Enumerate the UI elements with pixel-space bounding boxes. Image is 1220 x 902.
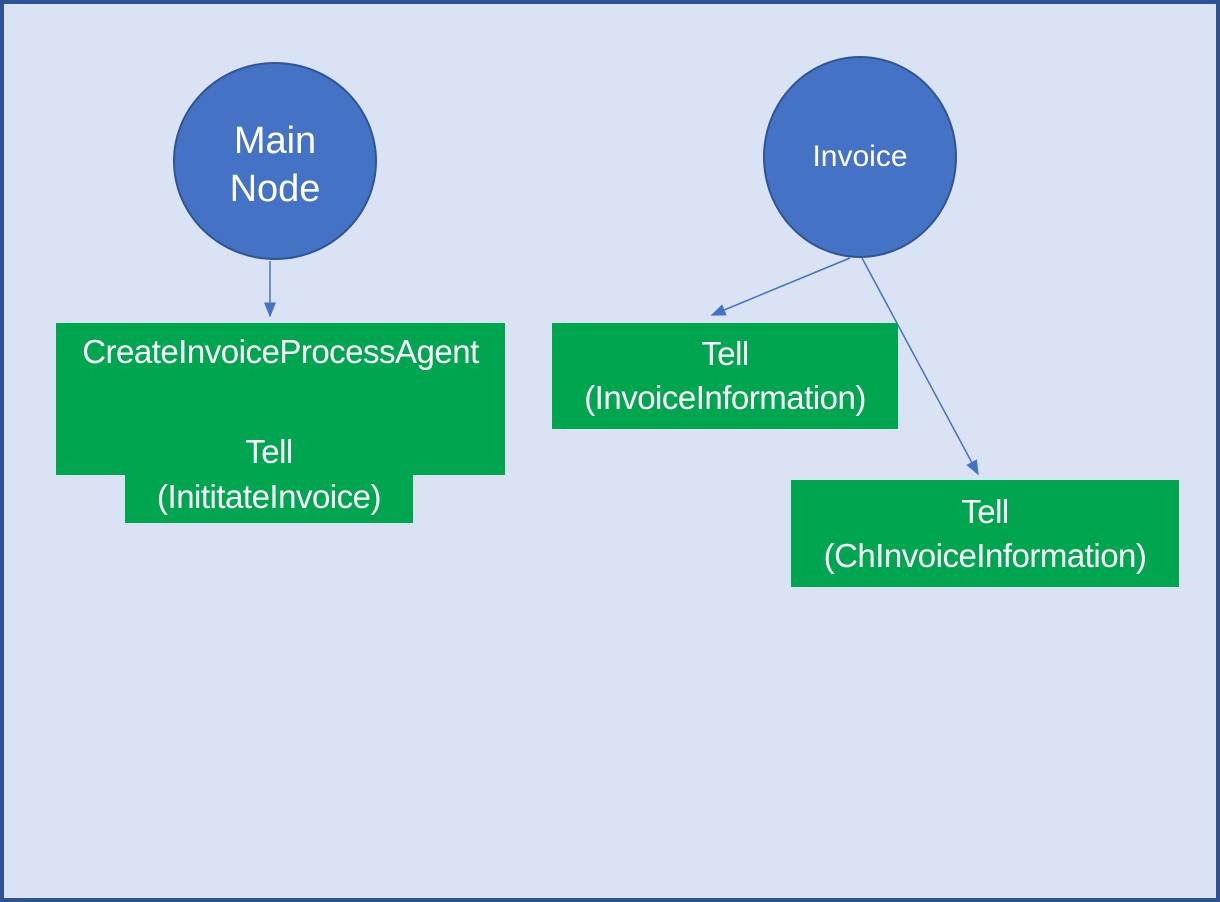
arrow-invoice-to-invoice-information <box>710 257 851 316</box>
box-tell-ch-invoice-information: Tell (ChInvoiceInformation) <box>791 480 1179 587</box>
box-tell-inititate-invoice-line-1: Tell <box>245 433 293 470</box>
box-tell-inititate-invoice: Tell (InititateInvoice) <box>125 425 413 523</box>
node-invoice-label: Invoice <box>812 140 908 173</box>
node-main-label-line-2: Node <box>229 168 321 210</box>
box-tell-invoice-information: Tell (InvoiceInformation) <box>552 323 898 429</box>
box-tell-invoice-information-line-2: (InvoiceInformation) <box>584 379 866 416</box>
node-main-label-line-1: Main <box>233 120 317 162</box>
node-main: Main Node <box>173 62 377 260</box>
box-tell-ch-invoice-information-line-1: Tell <box>961 492 1009 530</box>
node-invoice: Invoice <box>763 56 957 258</box>
box-tell-inititate-invoice-line-2: (InititateInvoice) <box>157 478 381 515</box>
box-create-invoice-process-agent-label: CreateInvoiceProcessAgent <box>82 333 479 370</box>
box-tell-ch-invoice-information-line-2: (ChInvoiceInformation) <box>823 536 1147 574</box>
box-tell-invoice-information-line-1: Tell <box>701 335 749 372</box>
